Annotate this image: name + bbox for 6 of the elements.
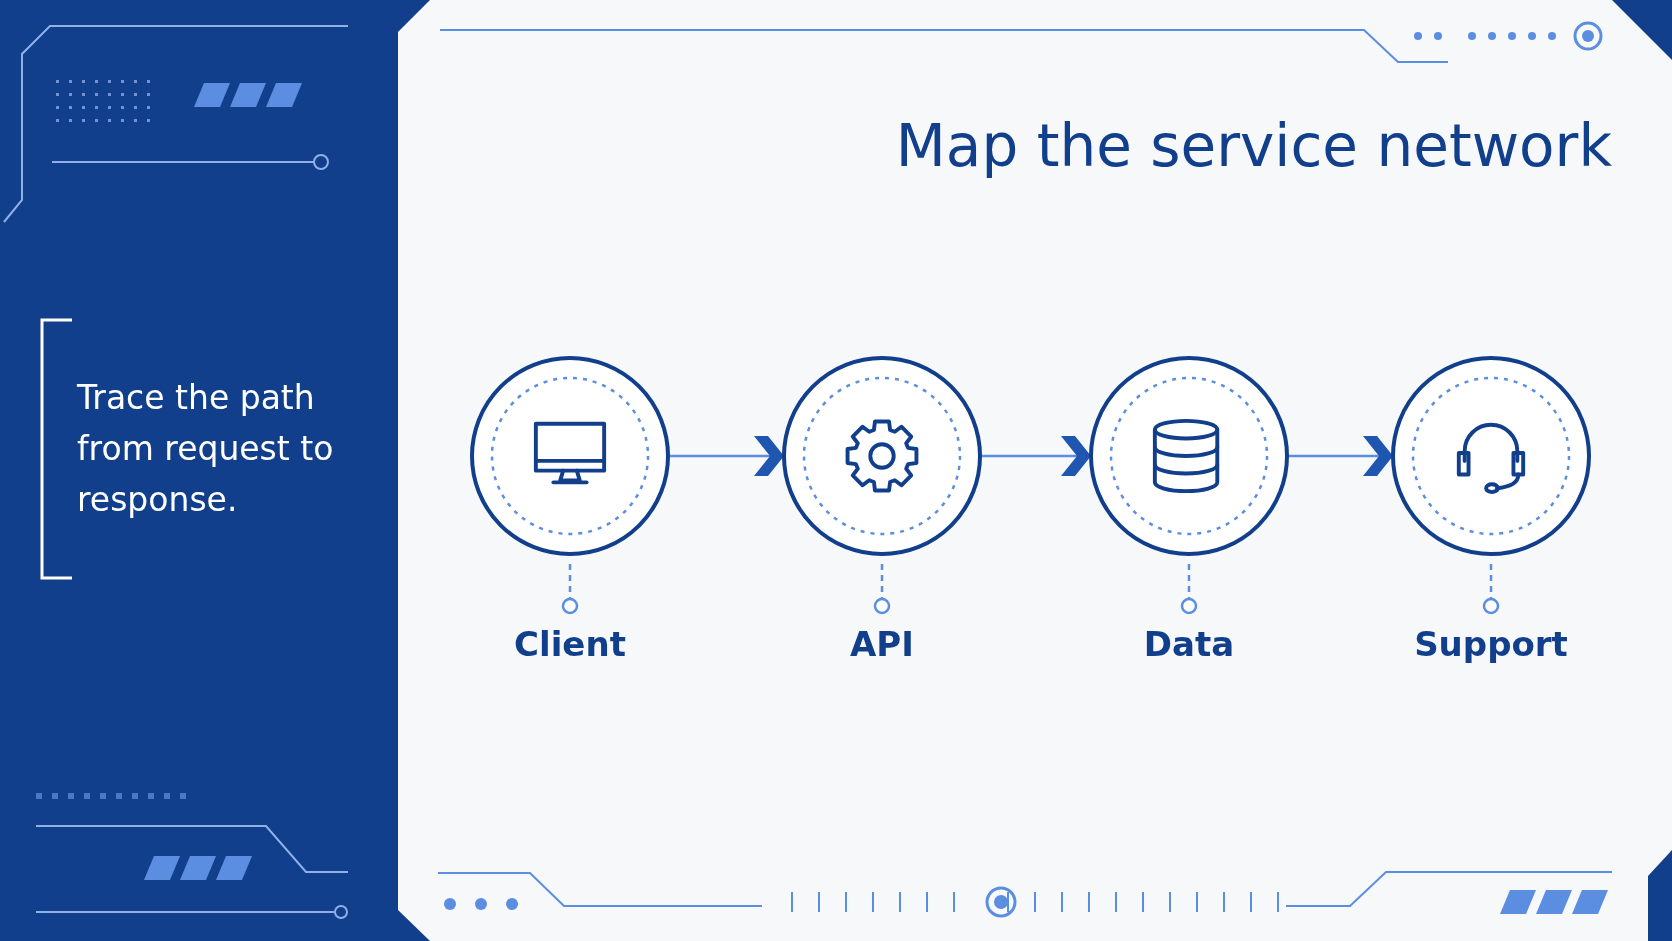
title: Map the service network [895,112,1612,180]
node-label: Data [1142,624,1236,664]
node-label: Client [513,624,627,664]
node-label: API [849,624,915,664]
side-text: Trace the path from request to response. [77,377,335,521]
node-label: Support [1413,624,1569,664]
